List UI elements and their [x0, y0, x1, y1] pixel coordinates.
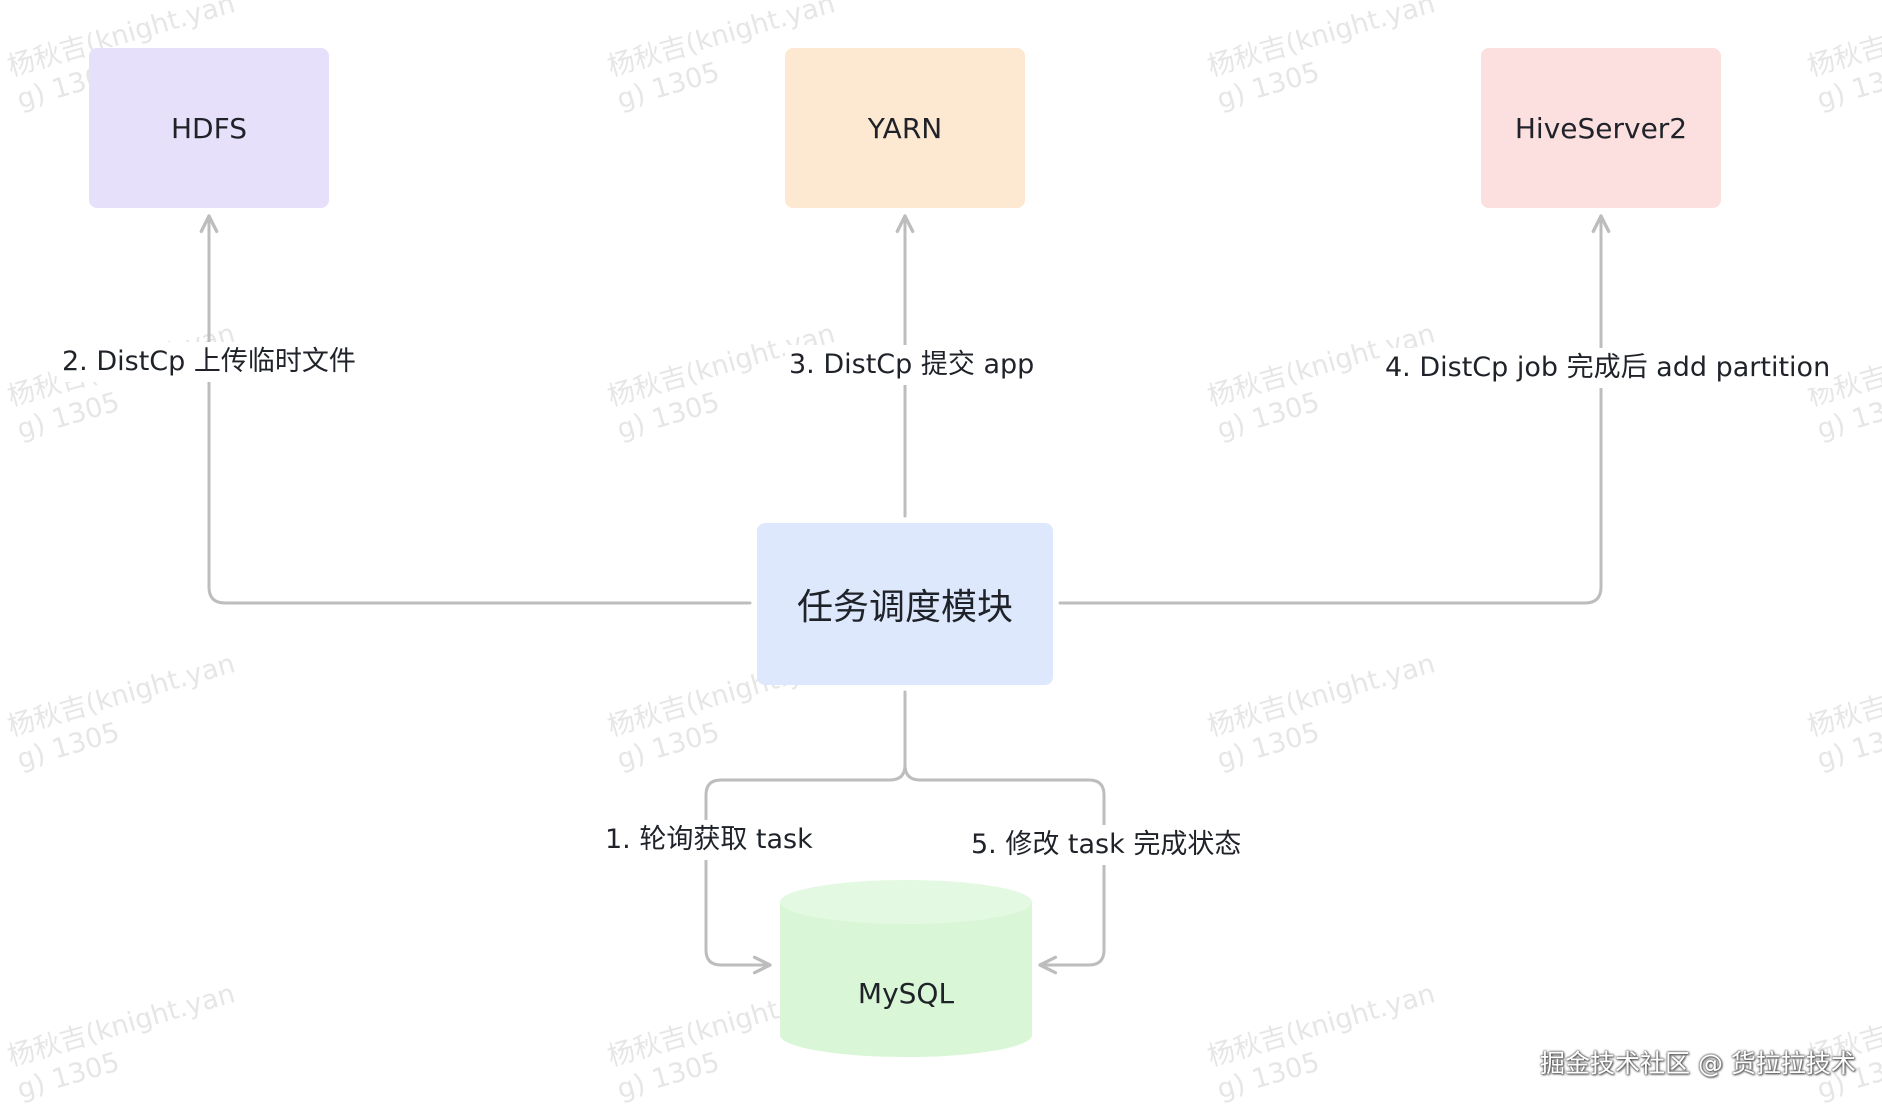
hdfs-node-label: HDFS	[170, 111, 247, 145]
connector-poll	[704, 690, 907, 975]
scheduler-node[interactable]: 任务调度模块	[757, 523, 1053, 685]
edge-label-submit: 3. DistCp 提交 app	[785, 345, 1039, 385]
yarn-node-label: YARN	[867, 111, 943, 145]
connector-scheduler-to-hdfs	[199, 214, 752, 605]
edge-label-update-status: 5. 修改 task 完成状态	[967, 825, 1246, 865]
edge-label-add-partition: 4. DistCp job 完成后 add partition	[1381, 348, 1835, 388]
hiveserver2-node-label: HiveServer2	[1514, 111, 1688, 145]
mysql-node-label: MySQL	[857, 977, 955, 1010]
edge-label-upload: 2. DistCp 上传临时文件	[58, 342, 360, 382]
scheduler-node-label: 任务调度模块	[796, 587, 1013, 628]
connector-update-status	[903, 763, 1106, 975]
hiveserver2-node[interactable]: HiveServer2	[1481, 48, 1721, 208]
database-cylinder	[780, 880, 1032, 1057]
connector-scheduler-to-hive	[1058, 214, 1611, 605]
footer-credit: 掘金技术社区 @ 货拉拉技术	[1540, 1049, 1856, 1078]
edge-label-poll: 1. 轮询获取 task	[601, 820, 817, 860]
hdfs-node[interactable]: HDFS	[89, 48, 329, 208]
yarn-node[interactable]: YARN	[785, 48, 1025, 208]
